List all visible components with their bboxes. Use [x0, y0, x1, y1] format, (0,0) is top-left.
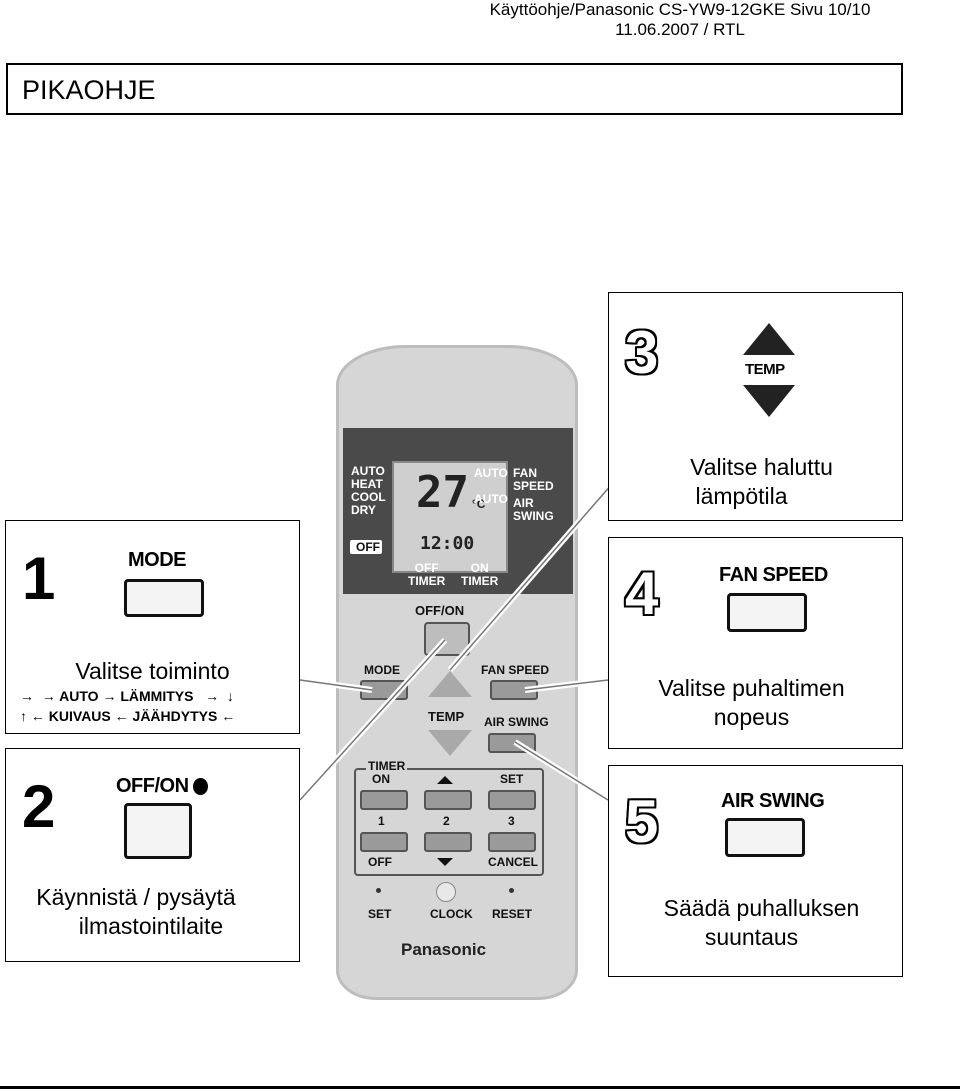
remote-timer-down-button[interactable]: [424, 832, 472, 852]
remote-clock-button[interactable]: [436, 882, 456, 902]
step-2-offon-button-icon: [124, 803, 192, 859]
remote-modes-label: AUTO HEAT COOL DRY: [351, 464, 386, 517]
lcd-temperature: 27: [416, 467, 469, 518]
step-2-text-line-1: Käynnistä / pysäytä: [36, 884, 236, 910]
step-1-mode-button-icon: [124, 579, 204, 617]
step-5-button-label: AIR SWING: [721, 790, 825, 812]
remote-num-2: 2: [443, 814, 450, 828]
step-4-text-line-2: nopeus: [713, 704, 790, 730]
remote-air-label: AIR SWING: [513, 496, 554, 523]
remote-num-3: 3: [508, 814, 515, 828]
step-3-button-label: TEMP: [745, 361, 785, 378]
step-2-button-label: OFF/ON: [116, 775, 189, 797]
remote-brand-logo: Panasonic: [401, 940, 487, 959]
remote-timer-up-button[interactable]: [424, 790, 472, 810]
remote-airswing-label: AIR SWING: [484, 715, 549, 729]
step-4-number: 4: [625, 560, 658, 627]
remote-cancel-label: CANCEL: [488, 855, 538, 869]
remote-mode-label: MODE: [364, 663, 400, 677]
header-line-1: Käyttöohje/Panasonic CS-YW9-12GKE Sivu 1…: [489, 0, 871, 19]
remote-num-1: 1: [378, 814, 385, 828]
remote-on-timer: ON TIMER: [461, 561, 499, 588]
lcd-clock: 12:00: [420, 533, 475, 554]
step-5-box: 5 AIR SWING Säädä puhalluksen suuntaus: [608, 765, 903, 977]
remote-timer-off-button[interactable]: [360, 832, 408, 852]
remote-off-label: OFF: [356, 540, 380, 554]
step-5-text-line-2: suuntaus: [704, 924, 799, 950]
remote-cancel-button[interactable]: [488, 832, 536, 852]
step-1-box: 1 MODE Valitse toiminto → → AUTO → LÄMMI…: [5, 520, 300, 734]
remote-down-arrow-icon: [437, 858, 453, 866]
step-4-fan-button-icon: [727, 593, 807, 632]
page-title: PIKAOHJE: [22, 75, 156, 105]
step-1-cycle-line-1: → → AUTO → LÄMMITYS → ↓: [20, 688, 234, 704]
step-2-number: 2: [22, 773, 55, 840]
remote-auto-1: AUTO: [474, 466, 508, 480]
step-2-text-line-2: ilmastointilaite: [78, 913, 224, 939]
step-5-number: 5: [625, 788, 658, 855]
step-1-button-label: MODE: [128, 549, 187, 571]
step-3-temp-up-icon: [743, 323, 795, 355]
remote-set-label-2: SET: [368, 907, 392, 921]
remote-temp-label: TEMP: [428, 709, 465, 724]
remote-set-label: SET: [500, 772, 524, 786]
header-line-2: 11.06.2007 / RTL: [615, 20, 745, 39]
step-1-number: 1: [22, 545, 55, 612]
remote-temp-down-icon[interactable]: [428, 730, 472, 756]
remote-set-dot[interactable]: [376, 888, 381, 893]
remote-reset-dot[interactable]: [509, 888, 514, 893]
remote-off-timer: OFF TIMER: [408, 561, 446, 588]
remote-fan-label: FAN SPEED: [513, 466, 554, 493]
step-2-power-icon: [193, 778, 208, 795]
remote-offon-label: OFF/ON: [415, 603, 465, 618]
step-2-box: 2 OFF/ON Käynnistä / pysäytä ilmastointi…: [5, 748, 300, 962]
remote-temp-up-icon[interactable]: [428, 671, 472, 697]
step-4-text-line-1: Valitse puhaltimen: [658, 675, 845, 701]
step-5-text-line-1: Säädä puhalluksen: [663, 895, 860, 921]
step-4-box: 4 FAN SPEED Valitse puhaltimen nopeus: [608, 537, 903, 749]
remote-fanspeed-label: FAN SPEED: [481, 663, 550, 677]
step-5-airswing-button-icon: [725, 818, 805, 857]
step-3-text-line-1: Valitse haluttu: [690, 454, 833, 480]
remote-lcd-screen: 27 °C 12:00: [392, 461, 508, 573]
step-3-text-line-2: lämpötila: [695, 483, 788, 509]
page-header: Käyttöohje/Panasonic CS-YW9-12GKE Sivu 1…: [440, 0, 920, 40]
step-1-cycle-line-2: ↑ ← KUIVAUS ← JÄÄHDYTYS ←: [20, 708, 236, 724]
remote-timer-panel: [354, 768, 544, 876]
remote-timer-on-button[interactable]: [360, 790, 408, 810]
remote-timer-on-label: ON: [372, 772, 390, 786]
remote-auto-2: AUTO: [474, 492, 508, 506]
step-3-number: 3: [625, 319, 658, 386]
step-1-text: Valitse toiminto: [75, 658, 230, 684]
remote-up-arrow-icon: [437, 776, 453, 784]
remote-off-badge: OFF: [350, 540, 382, 554]
remote-clock-label: CLOCK: [430, 907, 473, 921]
remote-off-label-2: OFF: [368, 855, 392, 869]
step-4-button-label: FAN SPEED: [719, 564, 828, 586]
lcd-unit: °C: [472, 497, 486, 511]
step-3-box: 3 TEMP Valitse haluttu lämpötila: [608, 292, 903, 521]
remote-set-button[interactable]: [488, 790, 536, 810]
remote-reset-label: RESET: [492, 907, 533, 921]
title-box: PIKAOHJE: [6, 63, 903, 115]
step-3-temp-down-icon: [743, 385, 795, 417]
footer-rule: [0, 1086, 960, 1089]
remote-timer-label: TIMER: [366, 759, 408, 773]
